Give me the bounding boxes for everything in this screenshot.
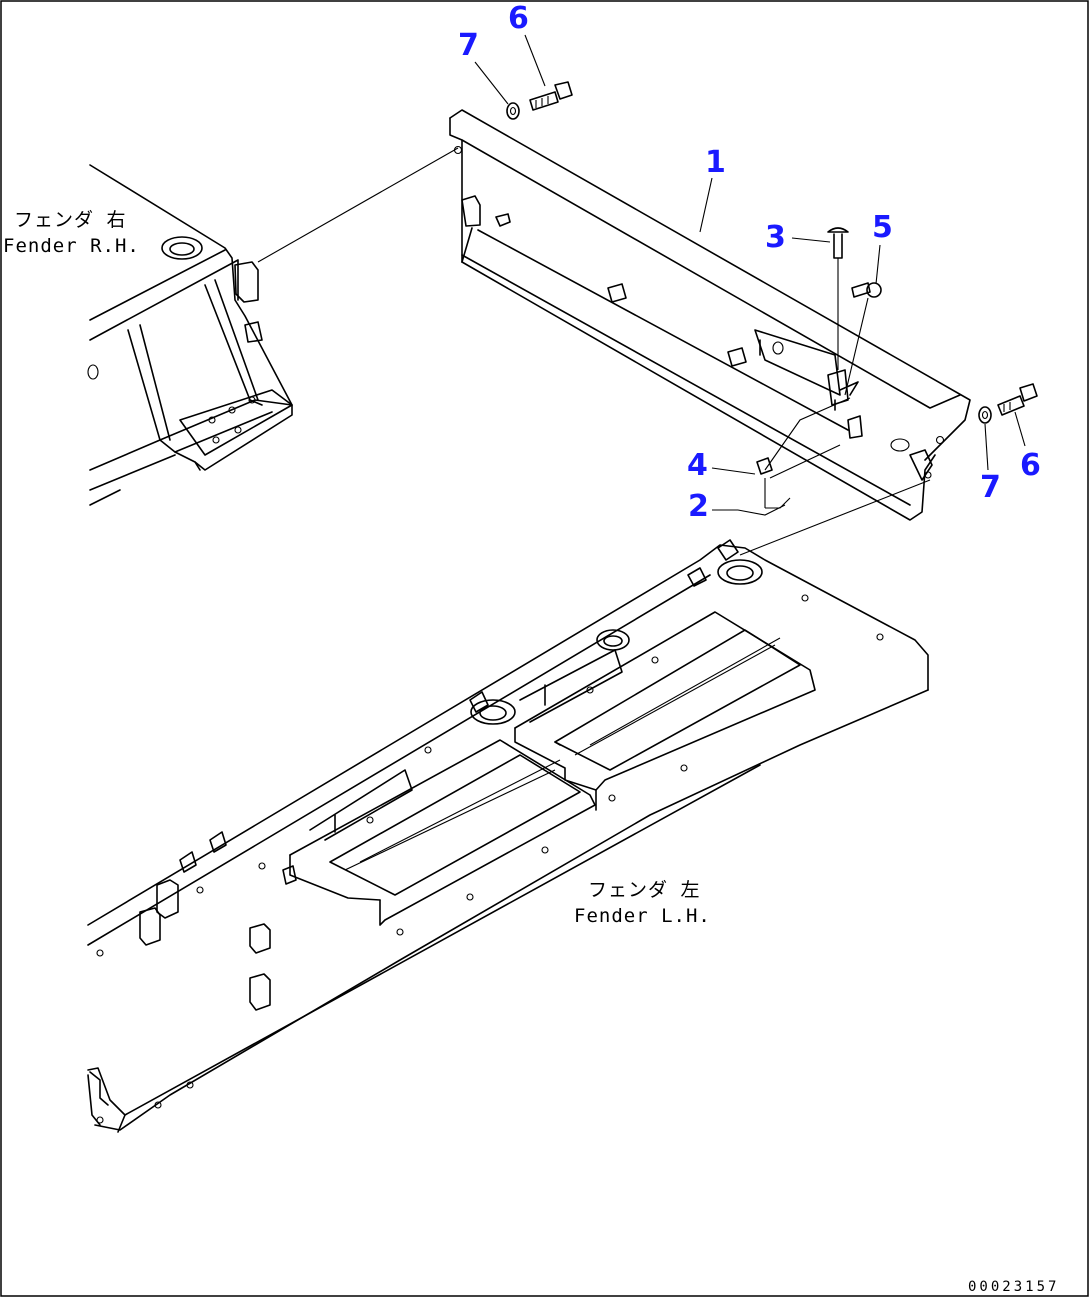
callout-3: 3 xyxy=(765,220,786,255)
nut-4 xyxy=(756,397,851,475)
fender-lh-label-en: Fender L.H. xyxy=(574,905,711,927)
pin-3 xyxy=(827,227,849,370)
callouts: 1 3 5 6 7 4 2 7 6 xyxy=(458,1,1041,524)
fender-lh-drawing xyxy=(87,539,929,1133)
wire-2 xyxy=(737,444,841,516)
bolt-6-right xyxy=(997,383,1038,416)
washer-7-right xyxy=(978,406,992,424)
callout-4: 4 xyxy=(687,448,708,483)
fender-rh-label-en: Fender R.H. xyxy=(3,235,140,257)
callout-7-top: 7 xyxy=(458,28,479,63)
callout-2: 2 xyxy=(688,489,709,524)
washer-7-top xyxy=(506,102,520,120)
drawing-number: 00023157 xyxy=(968,1279,1059,1295)
fender-lh-label-jp: フェンダ 左 xyxy=(588,879,700,901)
callout-1: 1 xyxy=(705,145,726,180)
callout-6-right: 6 xyxy=(1020,448,1041,483)
fender-labels: フェンダ 右 Fender R.H. フェンダ 左 Fender L.H. xyxy=(3,209,711,927)
bolt-6-top xyxy=(529,81,573,111)
callout-6-top: 6 xyxy=(508,1,529,36)
bolt-5 xyxy=(844,282,882,396)
leader-plate-to-fender xyxy=(739,479,931,556)
fender-rh-label-jp: フェンダ 右 xyxy=(14,209,126,231)
callout-7-right: 7 xyxy=(980,470,1001,505)
fender-rh-drawing xyxy=(87,147,459,506)
cover-plate-drawing xyxy=(449,109,971,521)
callout-5: 5 xyxy=(872,210,893,245)
